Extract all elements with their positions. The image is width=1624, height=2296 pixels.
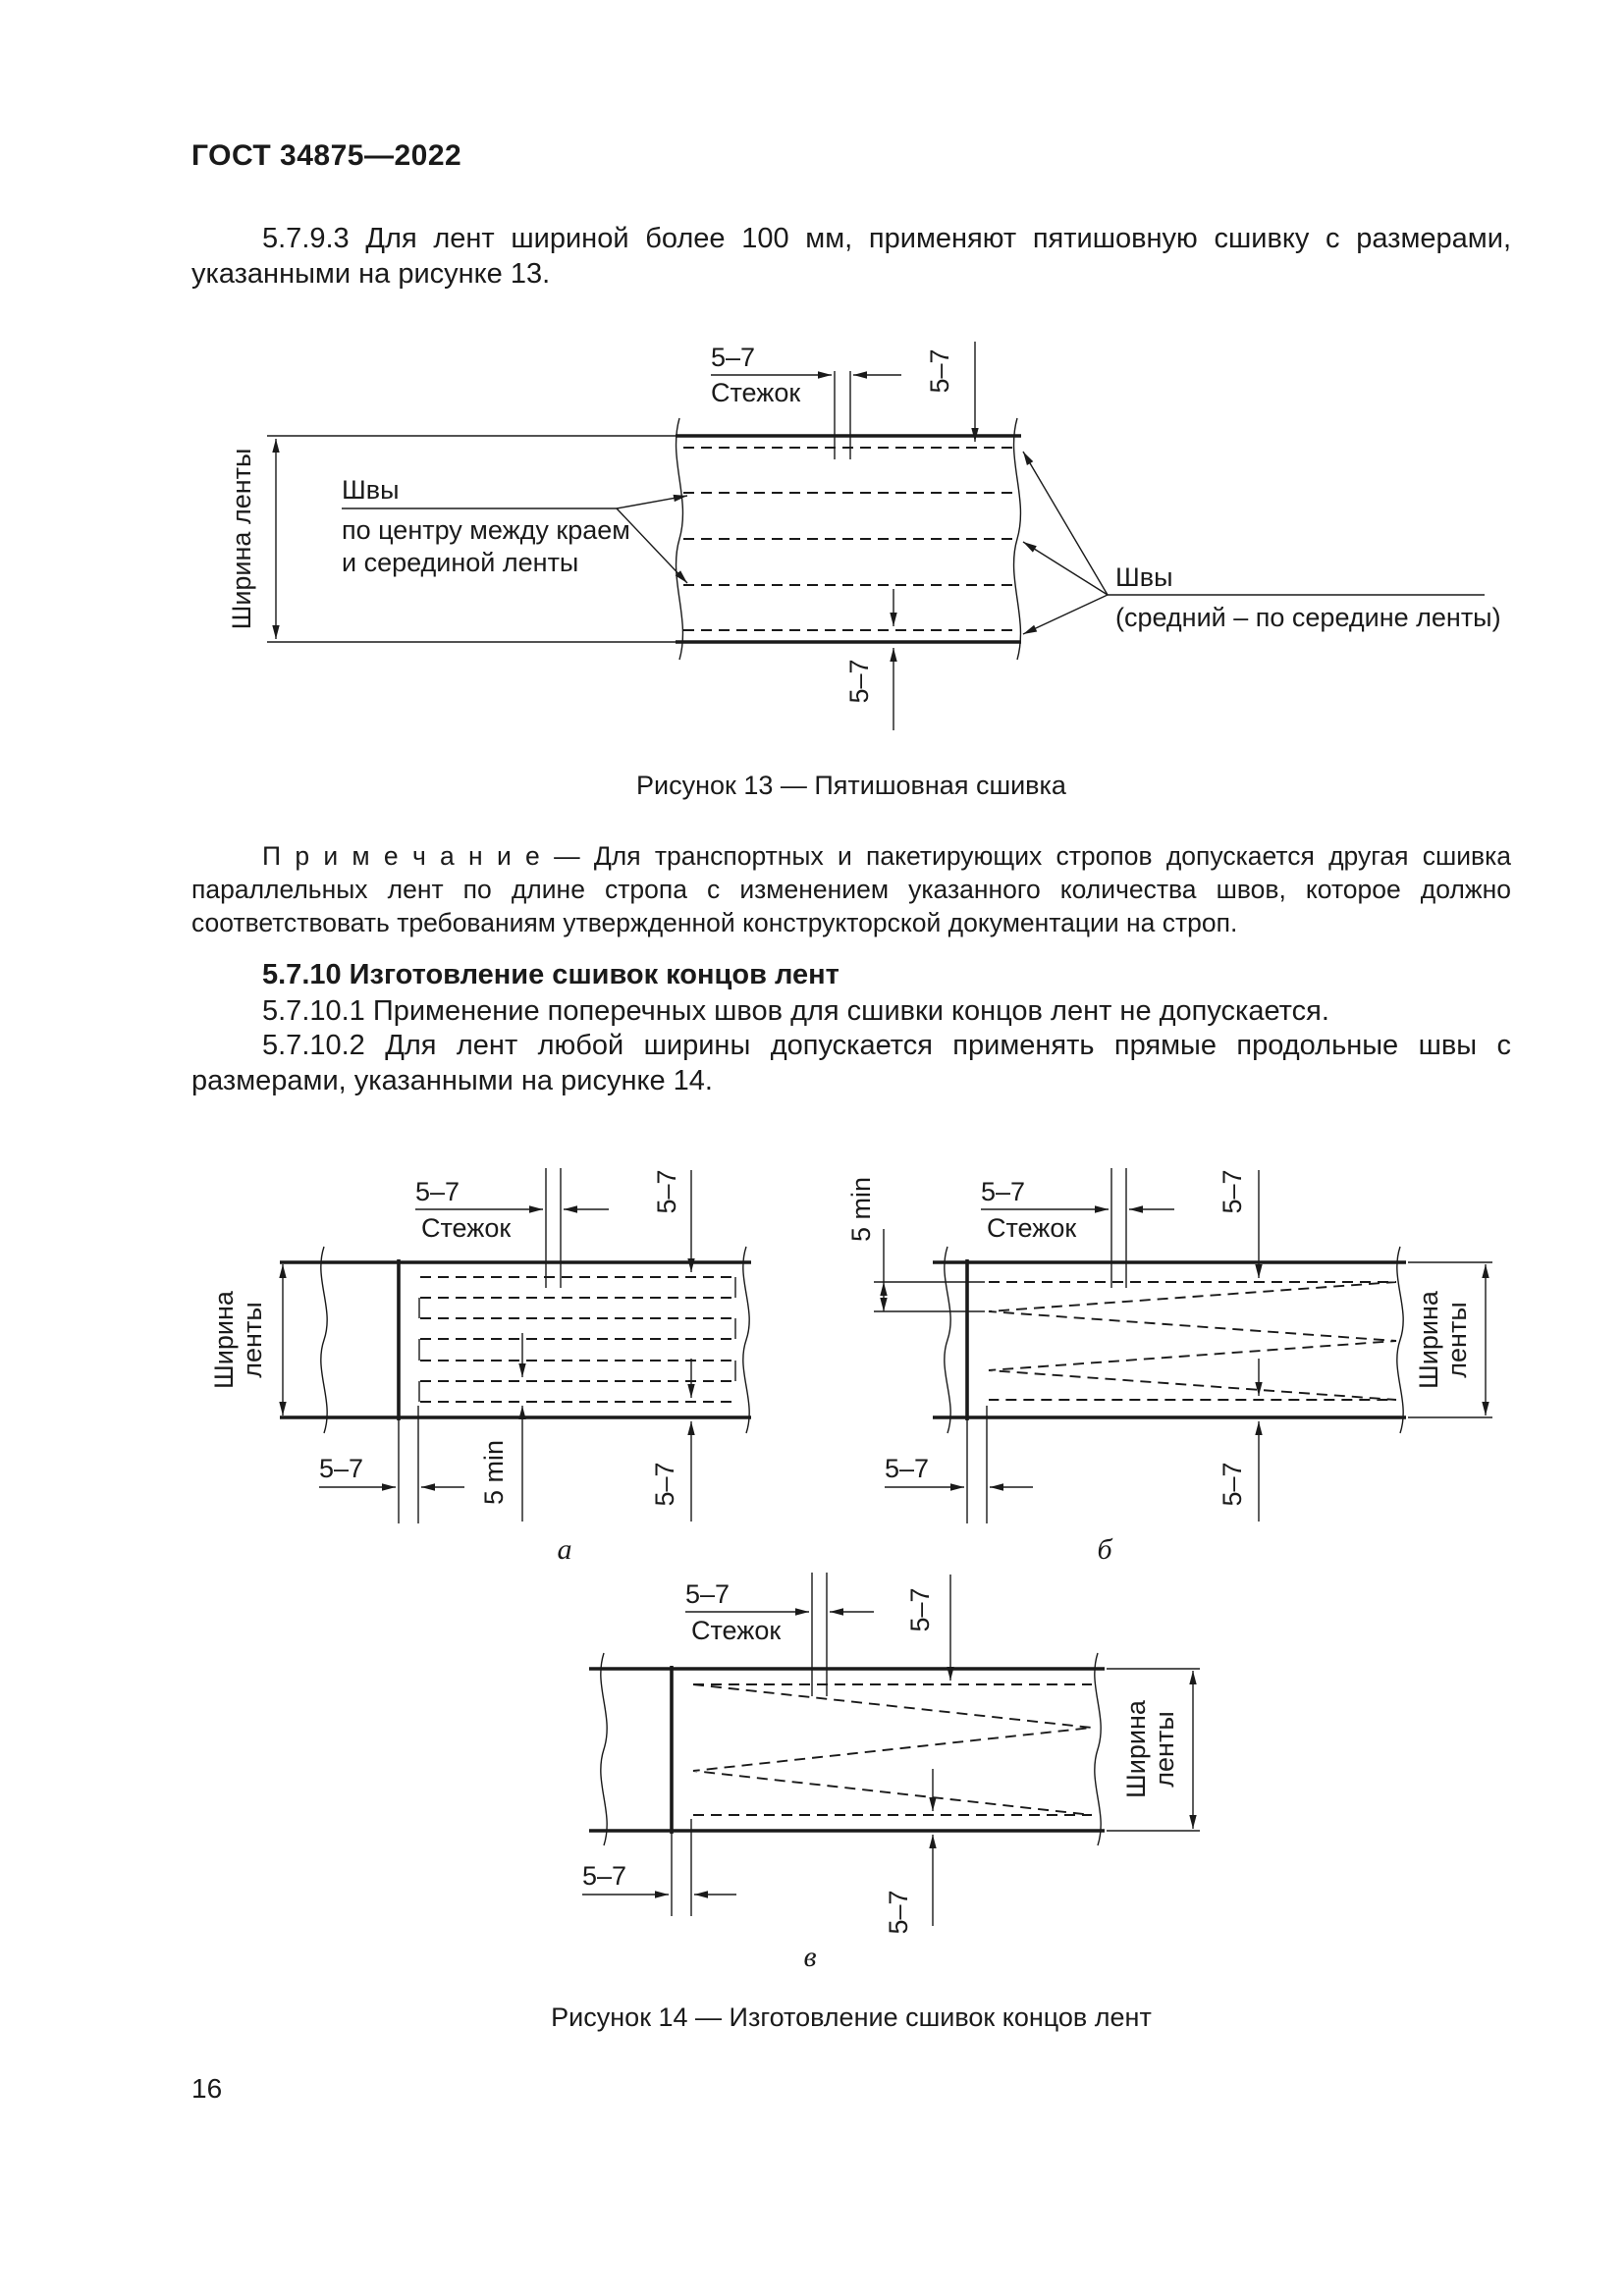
paragraph-5-7-9-3: 5.7.9.3 Для лент шириной более 100 мм, п… xyxy=(191,223,1511,290)
fig14a-width-label-1: Ширина xyxy=(209,1290,239,1389)
fig14b-stitch-dim-label: 5–7 xyxy=(981,1177,1025,1206)
paragraph-5-7-10-2: 5.7.10.2 Для лент любой ширины допускает… xyxy=(191,1030,1511,1096)
fig14b-width-label-2: ленты xyxy=(1442,1302,1472,1377)
fig14v-letter: в xyxy=(803,1941,816,1973)
fig13-left-note-3: и серединой ленты xyxy=(342,548,578,577)
fig13-right-note-2: (средний – по середине ленты) xyxy=(1115,603,1501,632)
fig14v-stitch-label: Стежок xyxy=(691,1616,781,1645)
figure-14-caption: Рисунок 14 — Изготовление сшивок концов … xyxy=(551,2002,1152,2032)
fig14v-width-label-1: Ширина xyxy=(1121,1699,1151,1798)
fig14v-top-dim-label: 5–7 xyxy=(905,1587,935,1631)
figure-13-drawing: 5–7 Стежок 5–7 5–7 Ширина ленты Швы по ц… xyxy=(227,342,1501,730)
fig14a-width-label-2: ленты xyxy=(238,1302,267,1377)
document-number: ГОСТ 34875—2022 xyxy=(191,139,462,172)
fig14a-labels: 5–7 Стежок 5–7 Ширина ленты 5–7 5 min 5–… xyxy=(209,1169,681,1566)
note-paragraph: П р и м е ч а н и е — Для транспортных и… xyxy=(191,841,1511,937)
fig14b-seams xyxy=(988,1281,1397,1401)
fig14a-dimensions xyxy=(319,1168,695,1522)
fig13-bottom-edge-dim-label: 5–7 xyxy=(844,659,874,703)
fig14a-top-dim-label: 5–7 xyxy=(652,1169,681,1213)
heading-5-7-10: 5.7.10 Изготовление сшивок концов лент xyxy=(262,959,839,990)
fig14a-stitch-dim-label: 5–7 xyxy=(415,1177,460,1206)
fig14b-tape xyxy=(933,1246,1492,1523)
fig14v-end-dim-label: 5–7 xyxy=(582,1861,626,1891)
fig14b-top-dim-label: 5–7 xyxy=(1218,1169,1247,1213)
fig14a-end-dim-label: 5–7 xyxy=(319,1454,363,1483)
fig14v-bottom-dim-label: 5–7 xyxy=(884,1890,913,1934)
paragraph-5-7-10-1: 5.7.10.1 Применение поперечных швов для … xyxy=(262,995,1329,1027)
fig14b-end-dim-label: 5–7 xyxy=(885,1454,929,1483)
fig14a-min-dim-label: 5 min xyxy=(479,1440,509,1505)
fig13-width-label: Ширина ленты xyxy=(227,449,256,630)
fig14v-tape xyxy=(589,1652,1200,1916)
fig14a-stitch-label: Стежок xyxy=(421,1213,511,1243)
fig14b-min-dim-label: 5 min xyxy=(846,1177,876,1242)
page-number: 16 xyxy=(191,2073,223,2104)
fig13-right-note-1: Швы xyxy=(1115,562,1173,592)
fig14a-seams xyxy=(418,1276,736,1403)
fig14b-letter: б xyxy=(1097,1533,1112,1566)
fig13-labels: 5–7 Стежок 5–7 5–7 Ширина ленты Швы по ц… xyxy=(227,343,1501,704)
fig14b-bottom-dim-label: 5–7 xyxy=(1218,1462,1247,1506)
figure-14-drawing: 5–7 Стежок 5–7 Ширина ленты 5–7 5 min 5–… xyxy=(209,1168,1492,1973)
fig14v-width-label-2: ленты xyxy=(1150,1711,1179,1787)
fig14a-tape xyxy=(279,1246,751,1523)
fig14v-labels: 5–7 Стежок 5–7 Ширина ленты 5–7 5–7 в xyxy=(582,1579,1179,1973)
fig14b-width-label-1: Ширина xyxy=(1414,1290,1443,1389)
fig14a-letter: а xyxy=(558,1533,572,1566)
fig13-seams xyxy=(683,447,1013,631)
fig14v-dimensions xyxy=(582,1573,954,1926)
fig13-stitch-dim-label: 5–7 xyxy=(711,343,755,372)
fig14b-dimensions xyxy=(874,1168,1263,1522)
fig14b-stitch-label: Стежок xyxy=(987,1213,1076,1243)
fig13-left-note-1: Швы xyxy=(342,475,400,505)
fig13-dimensions xyxy=(342,342,1485,730)
fig14b-labels: 5 min 5–7 Стежок 5–7 Ширина ленты 5–7 5–… xyxy=(846,1169,1472,1566)
fig13-top-edge-dim-label: 5–7 xyxy=(925,348,954,393)
figure-13-caption: Рисунок 13 — Пятишовная сшивка xyxy=(636,771,1066,800)
fig14a-bottom-dim-label: 5–7 xyxy=(650,1462,679,1506)
fig13-left-note-2: по центру между краем xyxy=(342,515,630,545)
fig14v-stitch-dim-label: 5–7 xyxy=(685,1579,730,1609)
fig13-tape xyxy=(267,417,1022,661)
fig14v-seams xyxy=(692,1683,1093,1816)
fig13-stitch-label: Стежок xyxy=(711,378,800,407)
